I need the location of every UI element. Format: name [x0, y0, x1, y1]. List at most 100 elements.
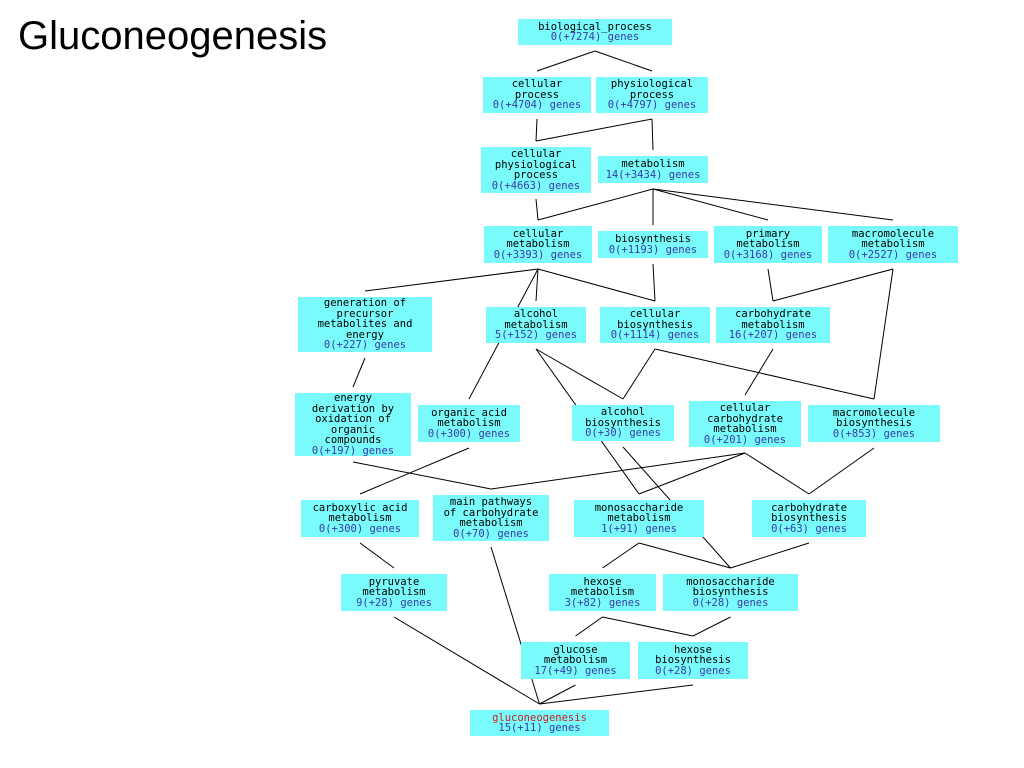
edge-monosaccharide_biosynthesis-to-hexose_biosynthesis: [692, 616, 731, 637]
go-term-gene-count: 0(+300) genes: [427, 427, 511, 440]
edge-alcohol_metabolism-to-alcohol_biosynthesis: [535, 348, 624, 400]
go-term-gene-count: 0(+63) genes: [771, 522, 847, 535]
go-term-gene-count: 17(+49) genes: [534, 664, 617, 677]
go-term-node[interactable]: energy derivation by oxidation of organi…: [295, 393, 411, 456]
go-term-label: alcohol metabolism: [504, 308, 568, 331]
edge-hexose_metabolism-to-hexose_biosynthesis: [602, 616, 694, 637]
go-term-label: cellular carbohydrate metabolism: [707, 402, 783, 435]
edge-cellular_biosynthesis-to-alcohol_biosynthesis: [622, 348, 656, 400]
edge-glucose_metabolism-to-gluconeogenesis: [539, 684, 576, 705]
edge-carbohydrate_metabolism-to-cellular_carbohydrate_metabolism: [744, 348, 774, 396]
go-term-node[interactable]: main pathways of carbohydrate metabolism…: [433, 495, 549, 541]
edge-hexose_biosynthesis-to-gluconeogenesis: [539, 684, 694, 705]
go-term-label: carbohydrate biosynthesis: [771, 501, 847, 525]
go-term-gene-count: 0(+4797) genes: [607, 99, 697, 112]
edge-cellular_process-to-cellular_physiological_process: [535, 118, 538, 142]
go-term-label: generation of precursor metabolites and …: [317, 297, 413, 341]
go-term-gene-count: 0(+4704) genes: [492, 99, 582, 112]
go-term-label: monosaccharide biosynthesis: [686, 575, 775, 599]
go-term-node[interactable]: generation of precursor metabolites and …: [298, 297, 432, 352]
edge-physiological_process-to-cellular_physiological_process: [535, 118, 653, 142]
go-term-label: pyruvate metabolism: [362, 575, 426, 599]
go-term-label: hexose biosynthesis: [655, 643, 731, 667]
edge-biological_process-to-cellular_process: [536, 50, 596, 72]
go-term-gene-count: 0(+28) genes: [655, 664, 731, 677]
edge-cellular_biosynthesis-to-macromolecule_biosynthesis: [654, 348, 875, 400]
edge-macromolecule_metabolism-to-carbohydrate_metabolism: [772, 268, 894, 302]
edge-energy_derivation-to-main_pathways: [352, 461, 492, 490]
go-term-label: metabolism: [621, 158, 685, 170]
go-term-gene-count: 9(+28) genes: [356, 596, 432, 609]
go-term-label: carboxylic acid metabolism: [312, 501, 408, 525]
edge-metabolism-to-primary_metabolism: [652, 188, 769, 221]
go-term-gene-count: 0(+1114) genes: [610, 329, 700, 342]
go-term-label: glucose metabolism: [543, 643, 608, 667]
edge-cellular_metabolism-to-generation_of_precursor: [364, 268, 539, 292]
go-term-gene-count: 0(+3393) genes: [493, 248, 583, 261]
go-term-label: cellular physiological process: [494, 148, 578, 181]
go-term-label: alcohol biosynthesis: [585, 406, 661, 429]
edge-cellular_physiological_process-to-cellular_metabolism: [535, 198, 539, 221]
edge-metabolism-to-cellular_metabolism: [537, 188, 654, 221]
go-term-label: macromolecule metabolism: [851, 227, 935, 251]
go-term-label: biosynthesis: [615, 233, 691, 245]
go-term-gene-count: 0(+4663) genes: [491, 179, 581, 192]
go-term-gene-count: 0(+853) genes: [832, 427, 916, 440]
edge-cellular_carbohydrate_metabolism-to-monosaccharide_metabolism: [638, 452, 746, 495]
edge-pyruvate_metabolism-to-gluconeogenesis: [393, 616, 540, 705]
go-term-gene-count: 0(+3168) genes: [723, 248, 813, 261]
go-term-label: cellular metabolism: [506, 227, 570, 251]
go-term-gene-count: 15(+11) genes: [498, 722, 581, 734]
go-term-gene-count: 0(+227) genes: [323, 339, 407, 352]
edge-main_pathways-to-gluconeogenesis: [490, 546, 540, 705]
go-term-gene-count: 16(+207) genes: [728, 329, 818, 342]
go-term-label: primary metabolism: [736, 227, 800, 251]
go-term-gene-count: 0(+2527) genes: [848, 248, 938, 261]
go-term-gene-count: 0(+197) genes: [311, 444, 395, 457]
go-term-gene-count: 14(+3434) genes: [605, 168, 701, 181]
go-term-label: organic acid metabolism: [431, 406, 507, 430]
go-term-gene-count: 0(+70) genes: [453, 527, 529, 540]
go-term-label: physiological process: [610, 78, 694, 101]
edge-metabolism-to-macromolecule_metabolism: [652, 188, 894, 221]
edge-physiological_process-to-metabolism: [651, 118, 654, 151]
go-term-gene-count: 0(+300) genes: [318, 522, 402, 535]
go-term-label: macromolecule biosynthesis: [832, 406, 916, 430]
edge-biosynthesis-to-cellular_biosynthesis: [652, 263, 656, 302]
go-term-label: main pathways of carbohydrate metabolism: [443, 496, 539, 529]
go-term-gene-count: 0(+30) genes: [585, 427, 661, 440]
go-term-gene-count: 3(+82) genes: [564, 596, 641, 609]
edge-monosaccharide_metabolism-to-monosaccharide_biosynthesis: [638, 542, 731, 569]
edge-biological_process-to-physiological_process: [594, 50, 653, 72]
edge-carboxylic_acid_metabolism-to-pyruvate_metabolism: [359, 542, 395, 569]
edge-carbohydrate_biosynthesis-to-monosaccharide_biosynthesis: [730, 542, 810, 569]
go-term-label: carbohydrate metabolism: [735, 308, 811, 331]
slide-title: Gluconeogenesis: [18, 14, 328, 58]
